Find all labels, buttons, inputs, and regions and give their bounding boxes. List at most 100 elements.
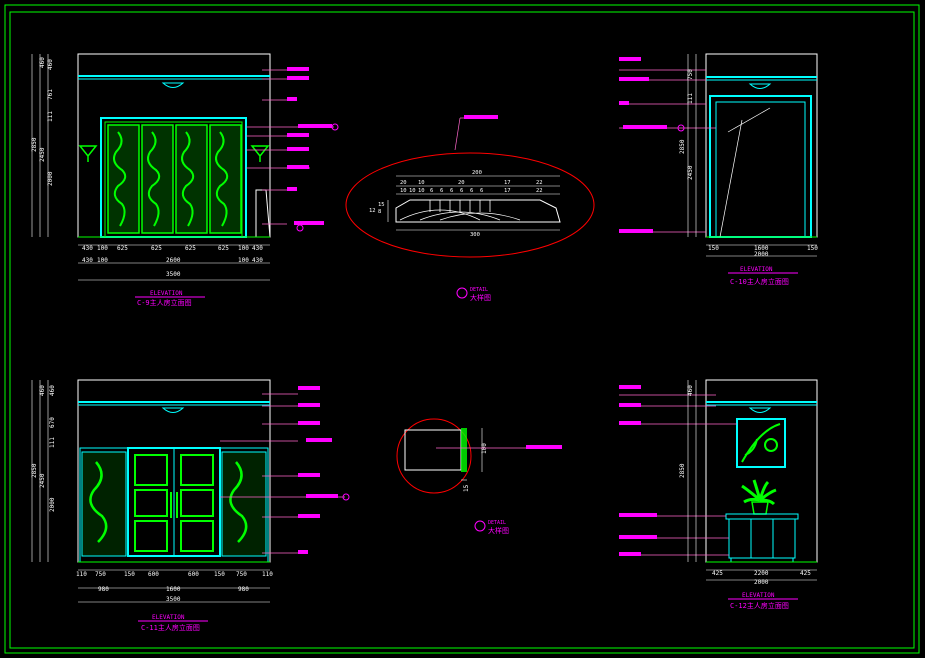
c11-dim-total: 3500: [166, 596, 181, 603]
c10-dim-left-4: 2450: [687, 165, 694, 180]
c9-dim-b2-1: 430: [82, 257, 93, 264]
c9-dim-left-1: 460: [39, 57, 46, 68]
c10-dim-b1-2: 1600: [754, 245, 769, 252]
c9-ornament-1: [113, 131, 127, 227]
c9-dim-b2-2: 100: [97, 257, 108, 264]
c9-detail-callout-icon: [331, 123, 339, 131]
detail1-caption: 大样图: [470, 293, 491, 302]
detail-2: 100 15 DETAIL 大样图: [396, 418, 562, 535]
c10-dim-total: 2000: [754, 251, 769, 258]
c11-dim-left-6: 2000: [49, 497, 56, 512]
c9-dim-left-3: 761: [47, 89, 54, 100]
detail1-dim-top3-10: 17: [504, 188, 511, 194]
c12-elevation-word: ELEVATION: [742, 592, 775, 599]
c10-door-swing-line: [719, 119, 743, 238]
c11-dim-left-1: 460: [39, 385, 46, 396]
detail2-detail-word: DETAIL: [488, 520, 506, 526]
c9-caption: C-9主人房立面图: [137, 298, 192, 307]
c9-dim-total: 3500: [166, 271, 181, 278]
c12-wall-painting: [736, 418, 786, 468]
c11-dim-left-3: 670: [49, 417, 56, 428]
drawing-frame-inner: [9, 11, 915, 649]
c10-ceiling-lamp-icon: [748, 83, 772, 89]
detail2-section-body: [404, 429, 462, 471]
c11-ornament-right: [229, 461, 248, 543]
c9-dim-b2-5: 430: [252, 257, 263, 264]
c11-dim-left-2: 460: [49, 385, 56, 396]
c12-dim-total: 2000: [754, 579, 769, 586]
c10-elevation-word: ELEVATION: [740, 266, 773, 273]
c12-dim-left-1: 460: [687, 385, 694, 396]
detail1-ellipse: [345, 152, 595, 258]
detail1-dim-top3-5: 6: [440, 188, 443, 194]
c11-ornament-left: [89, 461, 108, 543]
c11-dim-b1-6: 150: [214, 571, 225, 578]
c9-dim-b1-5: 625: [185, 245, 196, 252]
detail-1: 200 20 10 20 17 22 10 10 10 6 6 6 6 6 6 …: [345, 115, 595, 302]
detail1-dim-top3-9: 6: [480, 188, 483, 194]
c11-dim-b1-5: 600: [188, 571, 199, 578]
c10-door-frame: [709, 95, 812, 238]
c10-dim-left-2: 111: [687, 93, 694, 104]
c12-painting-art-icon: [741, 423, 781, 463]
c10-door-swing-line-2: [727, 107, 771, 133]
c10-dim-lines: [687, 54, 817, 257]
c12-plant-icon: [741, 479, 777, 506]
c11-ceiling-lamp-icon: [161, 407, 185, 413]
c9-dim-b1-2: 100: [97, 245, 108, 252]
c9-dim-b1-3: 625: [117, 245, 128, 252]
c9-dim-lines: [31, 54, 270, 281]
c11-side-panel-right: [221, 451, 267, 557]
c10-wall-outline: [705, 53, 818, 238]
c12-leaders: [619, 394, 737, 556]
detail1-dim-left-1: 15: [378, 202, 385, 208]
c11-dim-b2-3: 980: [238, 586, 249, 593]
c11-dim-left-4: 111: [49, 437, 56, 448]
c9-dim-left-4: 111: [47, 111, 54, 122]
c9-dim-left-6: 2000: [47, 171, 54, 186]
c9-side-table: [255, 189, 271, 238]
detail1-dim-lines: [387, 175, 560, 231]
detail1-dim-top2-3: 20: [458, 180, 465, 186]
detail1-dim-left-3: 12: [369, 208, 376, 214]
detail2-caption: 大样图: [488, 526, 509, 535]
c9-wall-sconce-left-icon: [78, 145, 98, 162]
c9-dim-b1-1: 430: [82, 245, 93, 252]
elevation-c12: 460 2850 425 2200 425 2000 ELEVATION C-1…: [619, 379, 818, 610]
c9-dim-b2-3: 2600: [166, 257, 181, 264]
c11-dim-left-5: 2450: [39, 473, 46, 488]
detail2-callout-icon: [474, 520, 486, 532]
c9-ceiling-lamp-icon: [161, 82, 185, 88]
c11-door-handle-right: [176, 492, 178, 518]
c11-dim-lines: [31, 380, 270, 603]
c11-dim-b1-3: 150: [124, 571, 135, 578]
detail1-dim-top3-3: 10: [418, 188, 425, 194]
detail2-dim-right: 100: [481, 443, 488, 454]
c11-dim-left-7: 2850: [31, 463, 38, 478]
c10-door-frame-inner: [715, 101, 806, 238]
c12-dim-left-2: 2850: [679, 463, 686, 478]
detail2-dim-bottom: 15: [463, 484, 470, 492]
c9-elevation-word: ELEVATION: [150, 290, 183, 297]
detail1-dim-top3-7: 6: [460, 188, 463, 194]
c9-dim-b1-4: 625: [151, 245, 162, 252]
detail1-callout-icon: [456, 287, 468, 299]
detail1-dim-top2-5: 22: [536, 180, 543, 186]
c9-dim-b1-8: 430: [252, 245, 263, 252]
c11-dim-b1-2: 750: [95, 571, 106, 578]
detail1-dim-top2-1: 20: [400, 180, 407, 186]
detail1-dim-top3-8: 6: [470, 188, 473, 194]
detail2-circle: [396, 418, 472, 494]
c10-leaders: [619, 69, 716, 233]
detail1-dim-top3-4: 6: [430, 188, 433, 194]
c11-dim-b2-2: 1600: [166, 586, 181, 593]
detail1-leader: [454, 117, 461, 151]
c11-door-panels: [134, 454, 214, 552]
c12-dim-b1-3: 425: [800, 570, 811, 577]
c9-ornament-3: [181, 131, 195, 227]
c9-leader-tags: [287, 67, 332, 225]
c9-wall-sconce-right-icon: [250, 145, 270, 162]
c12-leader-tags: [619, 385, 657, 556]
elevation-c10: 750 111 2850 2450 150 1600 150 2000 ELEV…: [619, 53, 818, 286]
